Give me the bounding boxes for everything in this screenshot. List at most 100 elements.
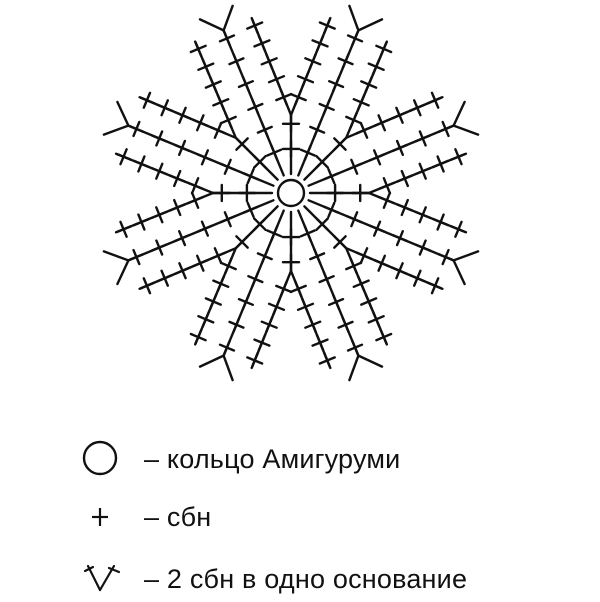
legend-row-magic-ring: – кольцо Амигуруми — [78, 436, 598, 482]
stitch-plus — [275, 92, 293, 102]
stitch-plus — [299, 148, 316, 157]
stitch-plus — [318, 102, 335, 112]
stitch-plus — [350, 158, 359, 175]
stitch-plus — [367, 315, 385, 324]
stitch-plus — [309, 125, 326, 134]
stitch-plus — [237, 79, 255, 89]
stitch-plus — [382, 191, 392, 209]
stitch-plus — [246, 21, 264, 30]
crochet-chart — [102, 4, 480, 382]
stitch-plus — [413, 99, 422, 117]
stitch-plus — [296, 74, 315, 84]
stitch-plus — [253, 338, 271, 347]
stitch-plus — [247, 275, 264, 284]
stitch-plus — [418, 130, 427, 147]
stitch-plus — [212, 279, 230, 288]
stitch-plus — [200, 149, 210, 166]
stitch-plus — [375, 332, 393, 342]
stitch-plus — [132, 120, 141, 138]
stitch-plus — [228, 57, 245, 66]
stitch-plus — [223, 158, 232, 175]
stitch-plus — [352, 279, 370, 288]
stitch-plus — [327, 168, 336, 185]
stitch-plus — [352, 97, 370, 107]
stitch-increase — [348, 4, 360, 32]
stitch-plus — [318, 356, 336, 365]
stitch-plus — [177, 229, 187, 247]
stitch-plus — [142, 91, 152, 109]
stitch-plus — [172, 198, 182, 217]
stitch-plus — [413, 269, 422, 287]
stitch-increase — [222, 4, 234, 32]
stitch-plus — [189, 44, 207, 54]
stitch-plus — [246, 356, 264, 365]
stitch-plus — [436, 155, 445, 173]
stitch-plus — [345, 115, 363, 125]
stitch-plus — [266, 229, 283, 238]
stitch-plus — [260, 320, 278, 329]
stitch-plus — [395, 262, 404, 280]
stitch-plus — [345, 261, 363, 271]
stitch-plus — [346, 343, 364, 352]
stitch-plus — [304, 57, 322, 66]
stitch-plus — [219, 261, 237, 271]
stitch-plus — [253, 39, 271, 48]
stitch-plus — [235, 137, 249, 151]
stitch-plus — [337, 57, 354, 66]
stitch-plus — [137, 213, 146, 231]
stitch-plus — [418, 239, 427, 256]
stitch-plus — [436, 213, 445, 231]
stitch-increase — [102, 250, 130, 262]
stitch-plus — [246, 168, 255, 185]
stitch-plus — [213, 247, 223, 265]
stitch-plus — [178, 106, 187, 124]
stitch-plus — [299, 229, 316, 238]
stitch-plus — [360, 297, 378, 306]
stitch-plus — [400, 198, 409, 217]
stitch-plus — [327, 201, 336, 218]
stitch-plus — [395, 106, 404, 124]
stitch-plus — [142, 277, 152, 295]
stitch-plus — [172, 169, 182, 188]
stitch-plus — [304, 320, 322, 329]
stitch-increase — [357, 18, 384, 32]
stitch-plus — [256, 125, 273, 134]
stitch-plus — [328, 297, 345, 306]
stitch-plus — [155, 206, 164, 224]
stitch-plus — [418, 162, 427, 180]
stitch-increase — [452, 250, 480, 262]
stitch-increase — [357, 354, 384, 368]
stitch-plus — [132, 248, 141, 266]
stitch-plus — [228, 320, 245, 329]
stitch-plus — [337, 320, 354, 329]
stitch-plus — [289, 284, 307, 294]
stitch-plus — [137, 155, 146, 173]
stitch-plus — [430, 91, 440, 109]
stitch-plus — [155, 162, 164, 180]
stitch-increase — [198, 18, 225, 32]
stitch-plus — [155, 130, 164, 147]
stitch-plus — [318, 275, 335, 284]
stitch-plus — [359, 247, 369, 265]
stitch-plus — [155, 239, 164, 256]
stitch-plus — [218, 343, 236, 352]
stitch-increase — [198, 354, 225, 368]
stitch-plus — [441, 120, 450, 138]
stitch-plus — [246, 201, 255, 218]
stitch-plus — [119, 220, 128, 238]
stitch-plus — [256, 252, 273, 261]
stitch-plus — [289, 92, 307, 102]
stitch-plus — [252, 217, 267, 232]
stitch-increase — [102, 124, 130, 136]
stitch-plus — [195, 254, 205, 272]
stitch-increase — [116, 259, 130, 286]
stitch-plus — [382, 177, 392, 195]
stitch-plus — [219, 115, 237, 125]
stitch-plus — [247, 102, 264, 112]
stitch-plus — [200, 220, 210, 237]
stitch-plus — [311, 338, 329, 347]
stitch-plus — [400, 169, 409, 188]
legend-row-increase: – 2 сбн в одно основание — [78, 556, 598, 602]
legend-label-magic-ring: – кольцо Амигуруми — [144, 444, 401, 474]
stitch-plus — [266, 148, 283, 157]
